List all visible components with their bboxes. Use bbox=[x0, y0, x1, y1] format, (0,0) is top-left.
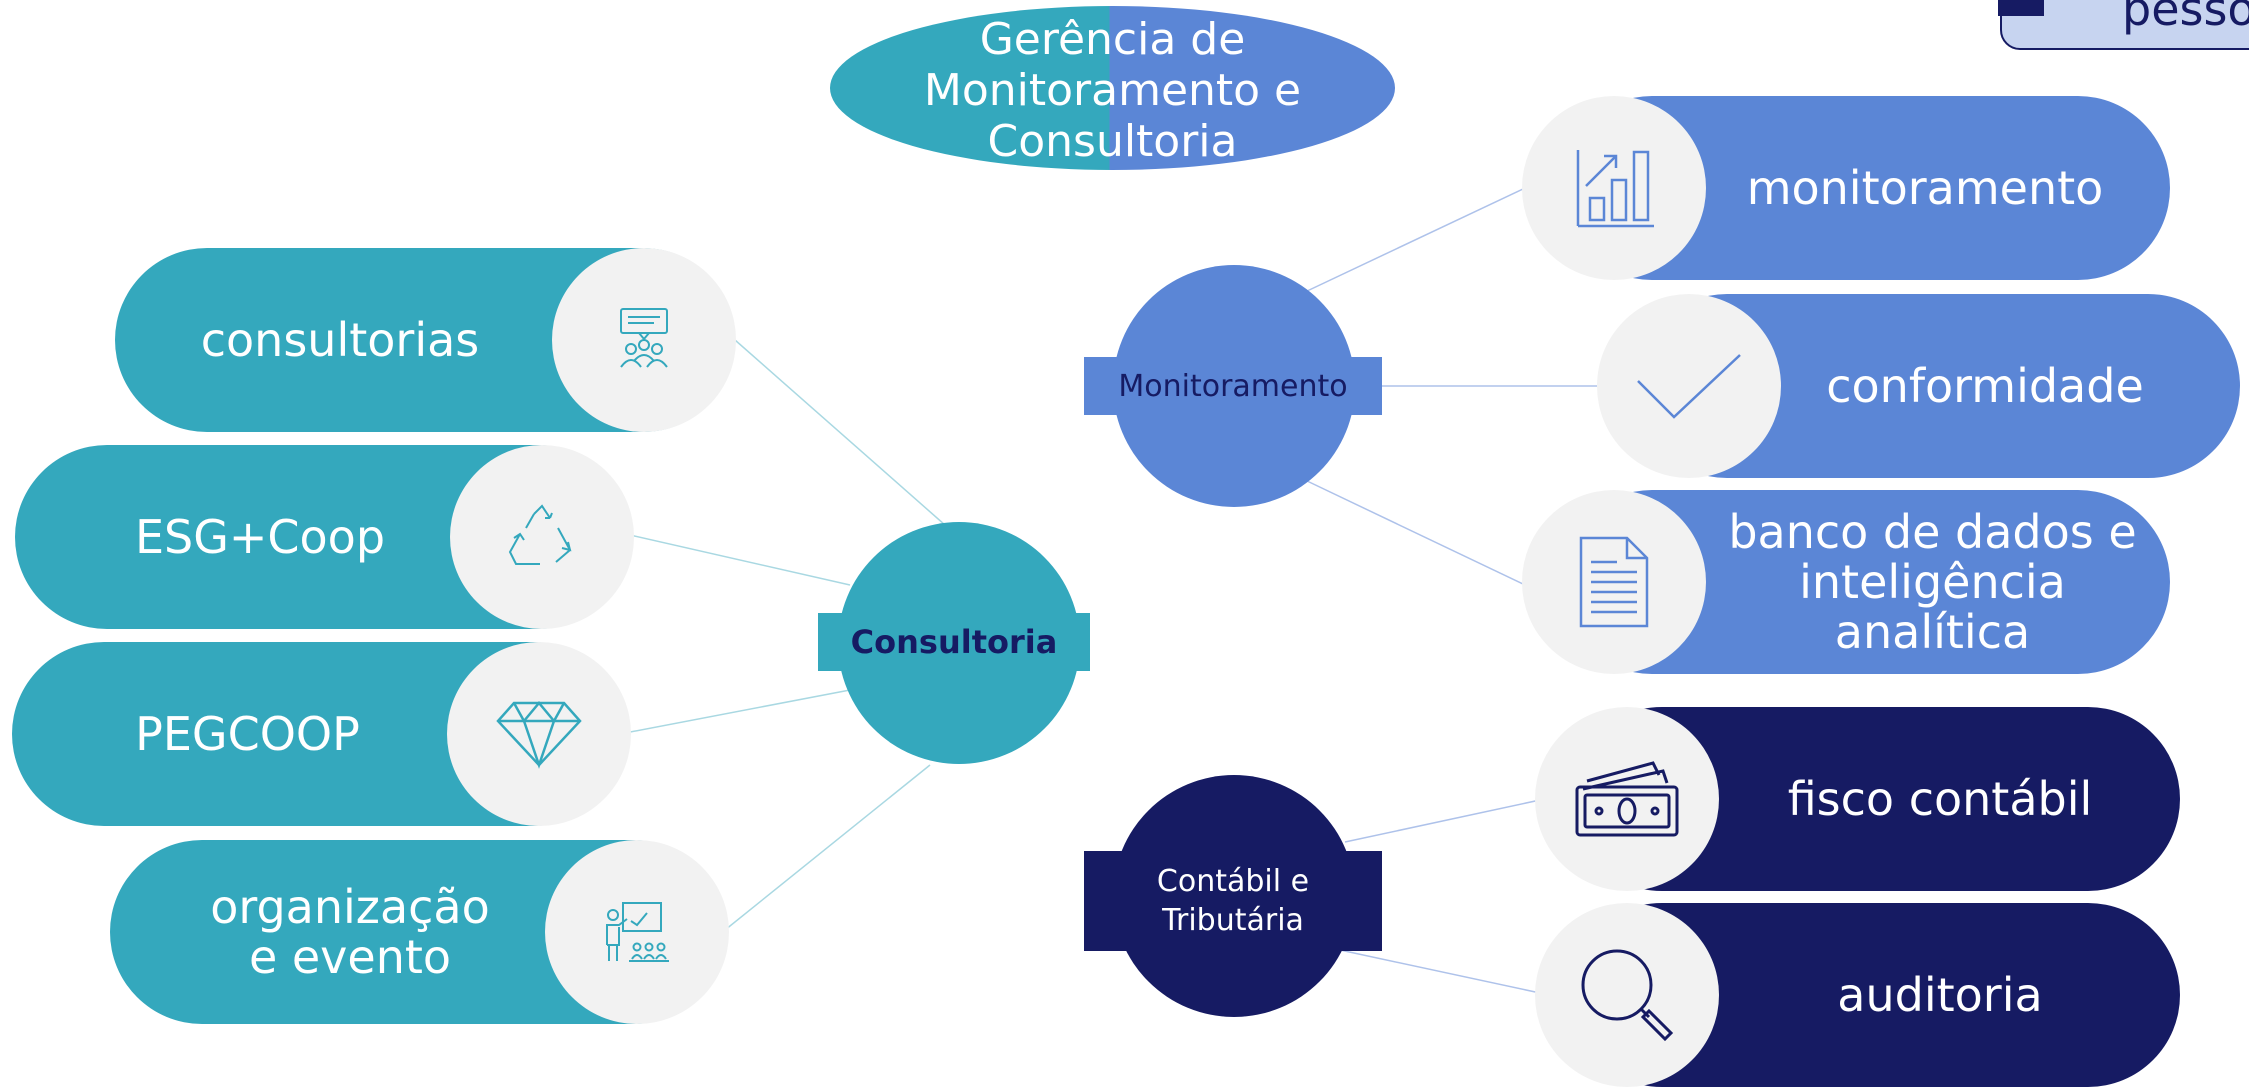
organizacao-evento-line: organização bbox=[210, 880, 490, 934]
organizacao-evento-line: e evento bbox=[248, 930, 452, 984]
teacher-board-icon bbox=[545, 840, 729, 1024]
header-title-line: Gerência de bbox=[979, 14, 1246, 65]
monitoramento-label: monitoramento bbox=[1746, 161, 2104, 215]
corner-badge-block bbox=[1998, 0, 2044, 16]
recycle-icon bbox=[450, 445, 634, 629]
header-title: Gerência de Monitoramento e Consultoria bbox=[830, 14, 1395, 167]
presentation-meeting-icon bbox=[552, 248, 736, 432]
auditoria-label: auditoria bbox=[1837, 968, 2043, 1022]
header-title-line: Monitoramento e bbox=[923, 65, 1302, 116]
banco-dados-label: banco de dados e inteligência analítica bbox=[1700, 490, 2165, 674]
corner-badge-text: pesso bbox=[2122, 0, 2249, 36]
contabil-hub-label: Contábil e Tributária bbox=[1084, 851, 1382, 951]
magnifier-icon bbox=[1535, 903, 1719, 1087]
header-ellipse bbox=[830, 6, 1395, 170]
contabil-hub-line: Tributária bbox=[1162, 903, 1304, 938]
banco-dados-line: inteligência analítica bbox=[1799, 555, 2066, 659]
contabil-hub-line: Contábil e bbox=[1156, 864, 1310, 899]
diamond-icon bbox=[447, 642, 631, 826]
corner-badge: pesso bbox=[1998, 0, 2249, 50]
banco-dados-line: banco de dados e bbox=[1728, 505, 2137, 559]
money-bills-icon bbox=[1535, 707, 1719, 891]
consultorias-label: consultorias bbox=[200, 313, 480, 367]
header-title-line: Consultoria bbox=[987, 116, 1238, 167]
esg-coop-label: ESG+Coop bbox=[134, 510, 386, 564]
consultoria-hub-label: Consultoria bbox=[818, 613, 1090, 671]
document-icon bbox=[1522, 490, 1706, 674]
bar-chart-growth-icon bbox=[1522, 96, 1706, 280]
conformidade-label: conformidade bbox=[1826, 359, 2144, 413]
checkmark-icon bbox=[1597, 294, 1781, 478]
fisco-contabil-label: fisco contábil bbox=[1787, 772, 2093, 826]
pegcoop-label: PEGCOOP bbox=[135, 707, 360, 761]
organizacao-evento-label: organização e evento bbox=[160, 840, 540, 1024]
monitoramento-hub-label: Monitoramento bbox=[1084, 357, 1382, 415]
